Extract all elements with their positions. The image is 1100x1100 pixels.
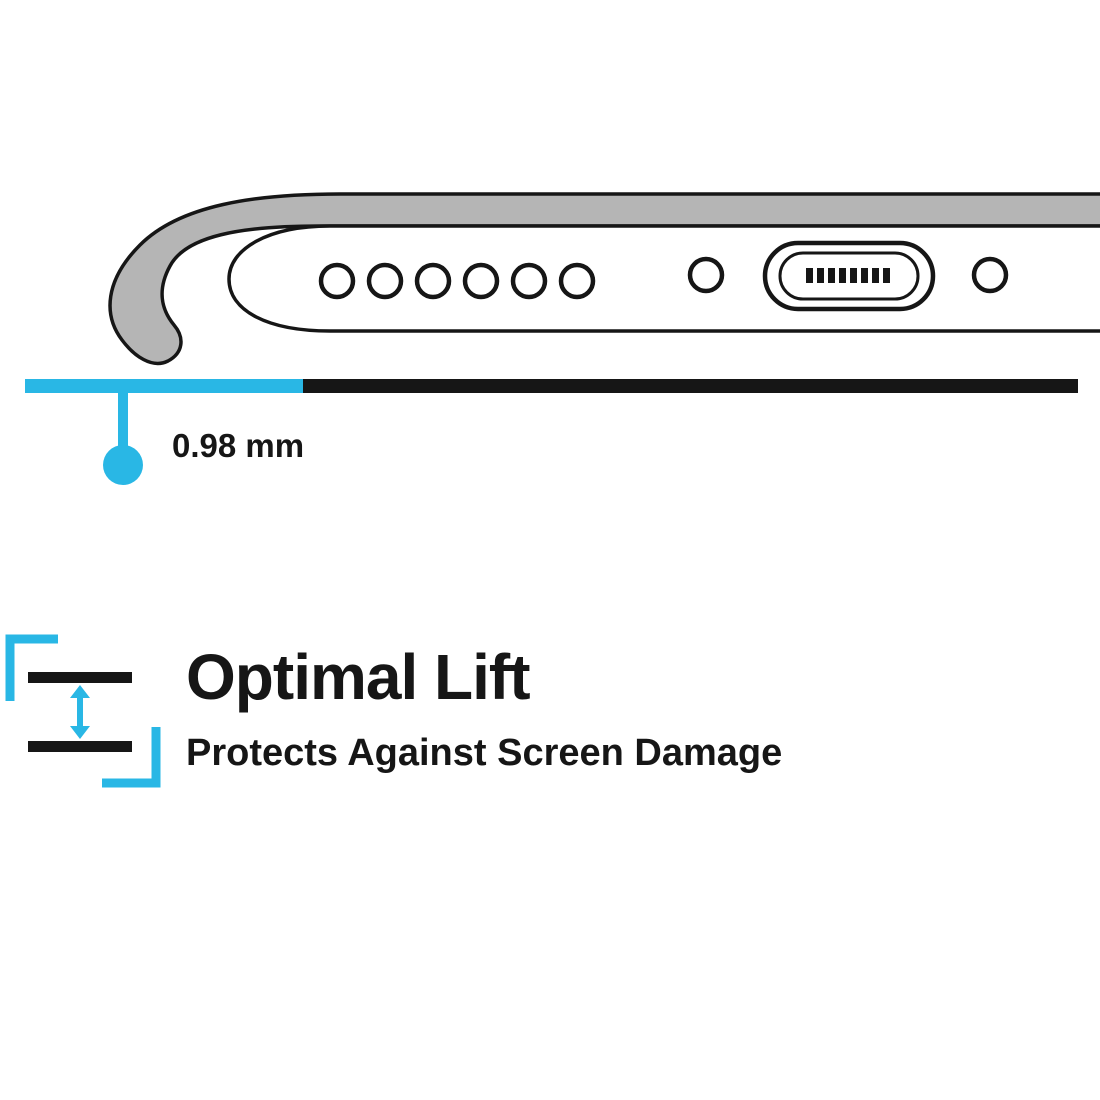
charging-port: [762, 240, 936, 312]
measurement-label: 0.98 mm: [172, 427, 305, 464]
phone-illustration: [108, 192, 1100, 366]
bracket-bottom-right-icon: [102, 727, 161, 788]
speaker-hole: [414, 262, 452, 300]
feature-title: Optimal Lift: [186, 641, 531, 713]
screw-right: [971, 256, 1009, 294]
optimal-lift-icon: [5, 634, 161, 788]
lift-gap-bar: [25, 379, 303, 393]
phone-body: [227, 224, 1100, 333]
screw-left: [687, 256, 725, 294]
speaker-hole: [510, 262, 548, 300]
measurement-dot: [103, 445, 143, 485]
speaker-holes: [318, 262, 596, 300]
case-lip: [108, 192, 1100, 366]
speaker-hole: [366, 262, 404, 300]
port-pins: [806, 268, 890, 283]
speaker-hole: [318, 262, 356, 300]
feature-subtitle: Protects Against Screen Damage: [186, 732, 783, 774]
screen-line-bottom: [28, 741, 132, 752]
lift-arrow-icon: [70, 685, 90, 739]
measurement-connector: [118, 393, 128, 450]
screen-line-top: [28, 672, 132, 683]
surface-bar: [303, 379, 1078, 393]
speaker-hole: [558, 262, 596, 300]
speaker-hole: [462, 262, 500, 300]
bracket-top-left-icon: [5, 634, 58, 701]
